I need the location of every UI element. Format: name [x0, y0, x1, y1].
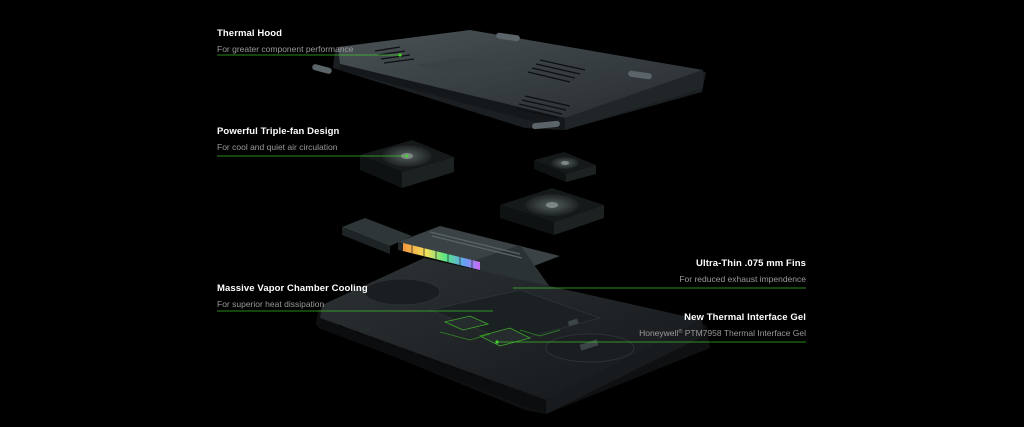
laptop-base-chassis: [316, 258, 710, 414]
callout-title: Thermal Hood: [217, 28, 283, 39]
fan-left: [360, 140, 454, 188]
callout-description: For superior heat dissipation: [217, 299, 325, 309]
callout-fins: Ultra-Thin .075 mm Fins For reduced exha…: [679, 258, 806, 285]
callout-leader-lines: [217, 54, 806, 343]
callout-description: For cool and quiet air circulation: [217, 142, 338, 152]
callout-interface-gel: New Thermal Interface Gel Honeywell® PTM…: [639, 312, 806, 339]
callout-vapor-chamber: Massive Vapor Chamber Cooling For superi…: [217, 283, 368, 310]
callout-title: New Thermal Interface Gel: [684, 312, 806, 323]
brand-name: Honeywell: [639, 328, 679, 338]
callout-title: Ultra-Thin .075 mm Fins: [696, 258, 806, 269]
registered-mark: ®: [678, 329, 683, 335]
thermal-hood-panel: [312, 30, 706, 130]
callout-title: Powerful Triple-fan Design: [217, 126, 340, 137]
callout-description: For greater component performance: [217, 44, 354, 54]
callout-thermal-hood: Thermal Hood For greater component perfo…: [217, 28, 354, 55]
callout-title: Massive Vapor Chamber Cooling: [217, 283, 368, 294]
callout-description: For reduced exhaust impendence: [679, 274, 806, 284]
callout-triple-fan: Powerful Triple-fan Design For cool and …: [217, 126, 339, 153]
hood-vents: [374, 46, 586, 119]
callout-description: Honeywell® PTM7958 Thermal Interface Gel: [639, 327, 806, 339]
product-name: PTM7958 Thermal Interface Gel: [682, 328, 806, 338]
fan-small: [534, 152, 596, 182]
fan-right: [500, 188, 604, 235]
